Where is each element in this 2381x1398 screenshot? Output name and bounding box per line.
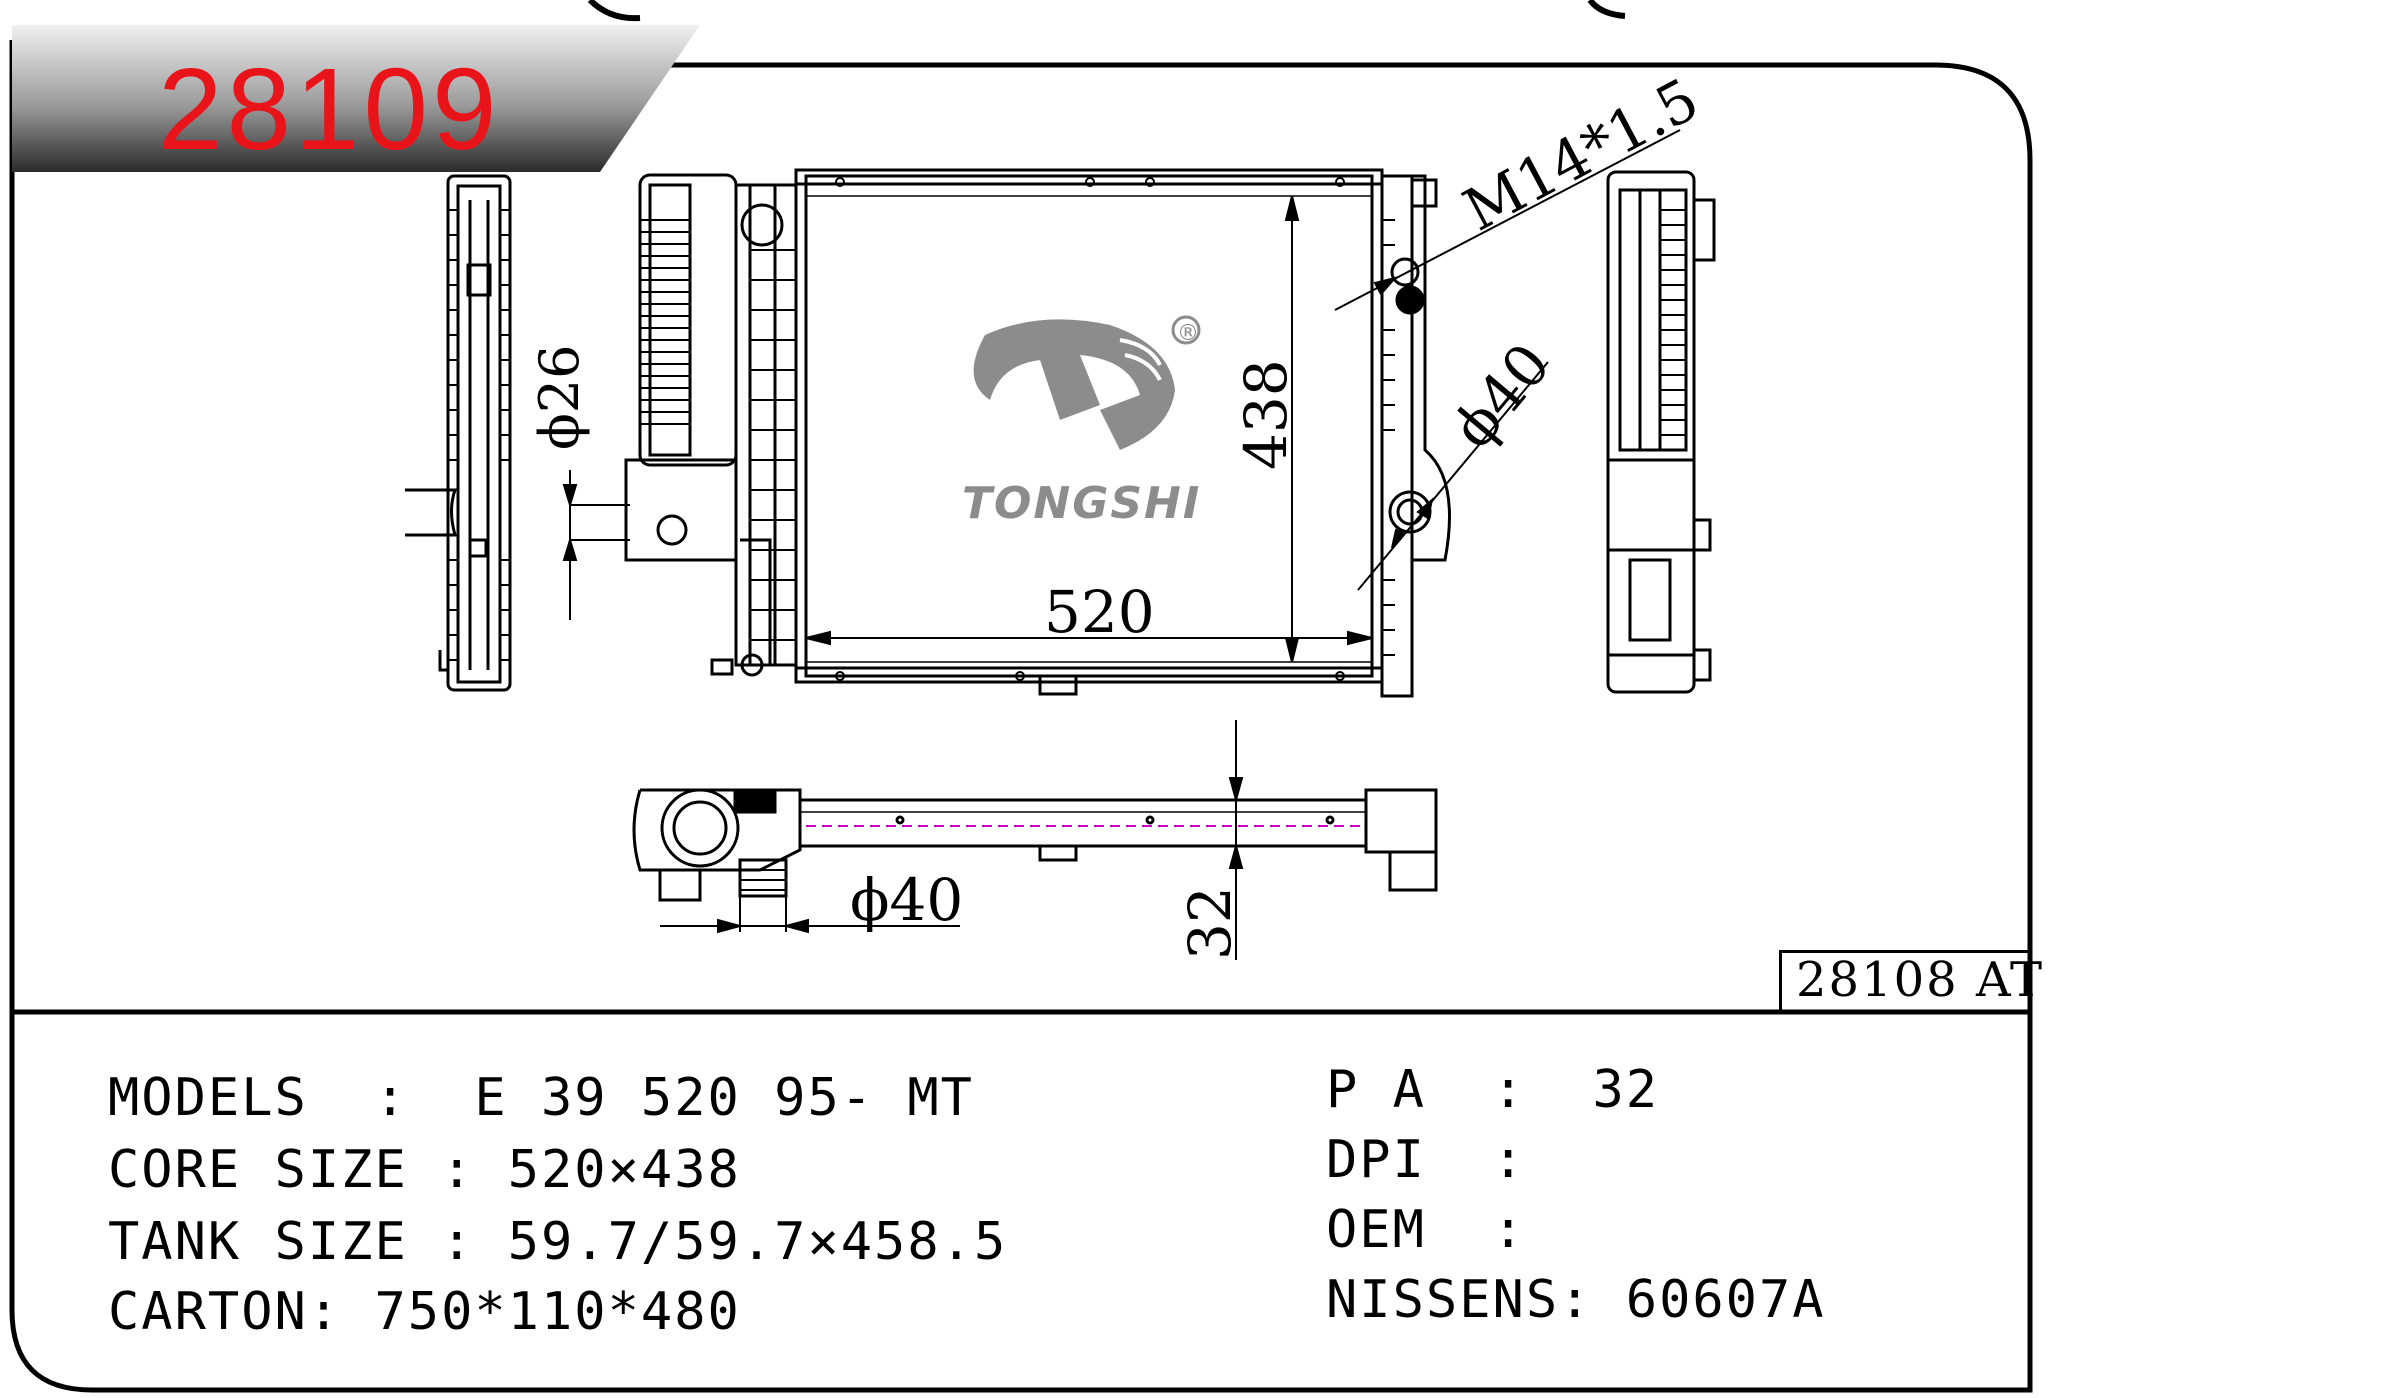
spec-key: TANK SIZE : [108,1212,508,1272]
spec-value: 60607A [1625,1270,1826,1330]
spec-carton: CARTON: 750*110*480 [108,1282,741,1342]
brand-logo: ® TONGSHI [962,315,1201,529]
dim-bottom-port [660,896,960,934]
front-view [624,168,1451,698]
dim-thread-leader [1334,129,1681,311]
brand-logo-registered: ® [1177,321,1199,346]
bottom-view [632,788,1438,902]
spec-value: 59.7/59.7×458.5 [507,1212,1008,1272]
registered-mark-icon [1171,315,1201,345]
spec-models: MODELS : E 39 520 95- MT [108,1068,974,1128]
spec-dpi: DPI : [1326,1130,1592,1190]
dim-core-width-label: 520 [1044,578,1155,646]
spec-value: 750*110*480 [374,1282,741,1342]
right-side-view [1606,170,1716,694]
spec-key: CARTON: [108,1282,375,1342]
reference-box [1779,950,2028,1013]
spec-oem: OEM : [1326,1200,1592,1260]
spec-key: CORE SIZE : [108,1140,508,1200]
spec-key: NISSENS: [1326,1270,1626,1330]
dim-left-port-label: ϕ26 [528,344,591,450]
dim-right-port-label: ϕ40 [1439,330,1564,461]
dim-left-port [562,470,630,620]
spec-key: MODELS : [108,1068,475,1128]
dim-depth [1228,720,1244,960]
reference-label: 28108 AT [1796,952,2045,1008]
left-side-view [405,174,512,692]
spec-key: DPI : [1326,1130,1593,1190]
dim-thread-label: M14*1.5 [1453,65,1710,244]
dim-right-port-leader [1357,361,1549,591]
spec-key: P A : [1326,1060,1593,1120]
spec-core-size: CORE SIZE : 520×438 [108,1140,741,1200]
brand-logo-mark [973,319,1175,450]
dim-depth-label: 32 [1176,886,1244,960]
outer-frame [9,40,2033,1393]
dim-core-width [805,630,1373,646]
dim-bottom-port-label: ϕ40 [850,866,963,934]
spec-value: 32 [1592,1060,1660,1120]
spec-value: E 39 520 95- MT [474,1068,974,1128]
dim-core-height [1284,195,1300,663]
spec-pa: P A : 32 [1326,1060,1659,1120]
brand-logo-text: TONGSHI [962,478,1201,529]
dim-core-height-label: 438 [1232,359,1300,470]
spec-nissens: NISSENS: 60607A [1326,1270,1826,1330]
spec-value: 520×438 [507,1140,741,1200]
spec-tank-size: TANK SIZE : 59.7/59.7×458.5 [108,1212,1007,1272]
spec-key: OEM : [1326,1200,1593,1260]
title-banner [12,25,700,172]
part-number-title: 28109 [158,44,501,174]
